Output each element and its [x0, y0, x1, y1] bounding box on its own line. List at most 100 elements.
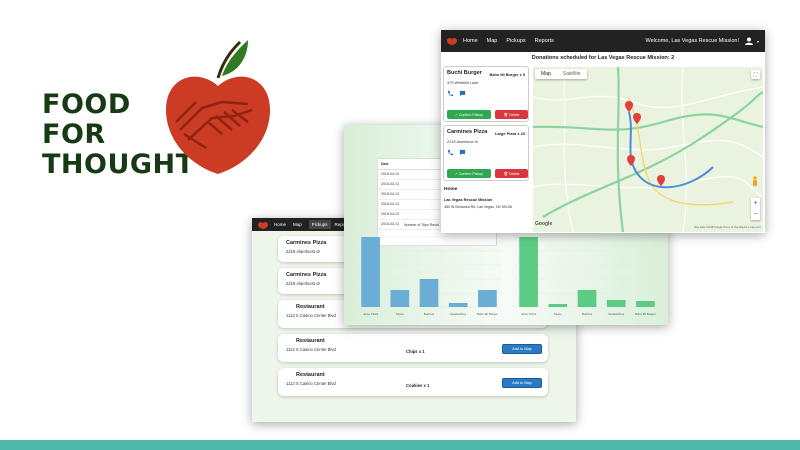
nav-reports[interactable]: Reports — [334, 222, 351, 227]
nav-home[interactable]: Home — [274, 222, 287, 227]
map-navbar: Home Map Pickups Reports Welcome, Las Ve… — [441, 30, 765, 52]
chart-tick-label: Juice Pizza — [363, 312, 379, 316]
pickup-panel: Buchi Burger Bahn Mi Burger x 5 470 Whit… — [441, 63, 531, 233]
nav-map[interactable]: Map — [293, 222, 302, 227]
chart-tick-label: Tacos — [554, 312, 562, 316]
tab-satellite[interactable]: Satellite — [562, 71, 581, 77]
list-item[interactable]: Restaurant 1113 S Casino Center Blvd Chi… — [278, 334, 548, 362]
card-address: 1113 S Casino Center Blvd — [286, 313, 336, 318]
zoom-control: + − — [751, 198, 760, 220]
table-row: 2018-04-13 — [378, 220, 496, 230]
chart-tick-label: Burritos — [582, 312, 593, 316]
chart-tick-label: Bahn Mi Burger — [477, 312, 498, 316]
home-label: Home — [444, 187, 458, 192]
logo-line-food: FOOD — [42, 89, 131, 120]
chart-bar[interactable] — [390, 290, 410, 307]
confirm-pickup-button[interactable]: ✓ Confirm Pickup — [447, 110, 491, 119]
phone-icon[interactable] — [447, 149, 454, 156]
chat-icon[interactable] — [459, 90, 466, 97]
map-dashboard-screen: Home Map Pickups Reports Welcome, Las Ve… — [441, 30, 765, 233]
pickup-card: Buchi Burger Bahn Mi Burger x 5 470 Whit… — [443, 66, 529, 122]
pickup-name: Buchi Burger — [447, 70, 482, 76]
chart-bar[interactable] — [361, 237, 380, 307]
table-row: 2018-04-13 — [378, 180, 496, 190]
map-type-tabs: Map Satellite — [535, 69, 587, 79]
user-menu-caret-icon[interactable]: ▾ — [756, 38, 759, 44]
table-row: 2018-04-13 — [378, 200, 496, 210]
map-canvas[interactable] — [533, 67, 763, 232]
nav-home[interactable]: Home — [463, 38, 478, 44]
home-address: 480 W Bonanza Rd, Las Vegas, NV 89106 — [444, 205, 512, 209]
apple-handshake-logo-icon — [166, 40, 270, 174]
delete-button[interactable]: 🗑 Delete — [495, 169, 528, 178]
logo-text: FOOD FOR THOUGHT — [42, 90, 195, 180]
chat-icon[interactable] — [459, 149, 466, 156]
add-to-map-label: Add to Map — [512, 347, 532, 351]
nav-pickups[interactable]: Pickups — [506, 38, 526, 44]
card-address: 2218 Alamhurst dr — [286, 281, 320, 286]
pickup-item: Large Pizza x 20 — [494, 131, 525, 136]
welcome-text: Welcome, Las Vegas Rescue Mission! — [645, 38, 739, 44]
google-logo: Google — [535, 221, 553, 227]
chart-tick-label: Bahn Mi Burger — [635, 312, 656, 316]
card-title: Carmines Pizza — [286, 272, 327, 278]
nav-reports[interactable]: Reports — [534, 38, 554, 44]
chart-title: Number of Trips Recei... — [404, 223, 442, 227]
add-to-map-label: Add to Map — [512, 381, 532, 385]
map-markers — [625, 101, 665, 186]
delete-label: 🗑 Delete — [503, 112, 520, 117]
delete-button[interactable]: 🗑 Delete — [495, 110, 528, 119]
chart-bar[interactable] — [419, 279, 439, 307]
zoom-in-icon[interactable]: + — [753, 200, 758, 207]
chart-bar[interactable] — [478, 290, 497, 307]
phone-icon[interactable] — [447, 90, 454, 97]
nav-pickups[interactable]: Pickups — [308, 220, 331, 229]
chart-bar[interactable] — [519, 237, 538, 307]
pickup-card: Carmines Pizza Large Pizza x 20 2218 Ala… — [443, 125, 529, 181]
chart-tick-label: Tacos — [396, 312, 404, 316]
chart-bar[interactable] — [636, 301, 655, 307]
user-icon[interactable] — [744, 37, 753, 45]
card-title: Restaurant — [296, 372, 325, 378]
confirm-pickup-button[interactable]: ✓ Confirm Pickup — [447, 169, 491, 178]
add-to-map-button[interactable]: Add to Map — [502, 378, 542, 388]
chart-tick-label: Sandwiches — [608, 312, 625, 316]
card-address: 2218 Alamhurst dr — [286, 249, 320, 254]
pickup-address: 470 Whitehill Lane — [447, 81, 479, 85]
fullscreen-icon[interactable]: ⛶ — [751, 70, 760, 79]
card-title: Restaurant — [296, 338, 325, 344]
card-item: Chips x 1 — [406, 349, 425, 354]
list-item[interactable]: Restaurant 1113 S Casino Center Blvd Coo… — [278, 368, 548, 396]
card-title: Restaurant — [296, 304, 325, 310]
chart-bar[interactable] — [577, 290, 597, 307]
pickup-item: Bahn Mi Burger x 5 — [489, 72, 525, 77]
home-name: Las Vegas Rescue Mission — [444, 198, 493, 202]
pickup-address: 2218 Alamhurst dr — [447, 140, 478, 144]
nav-logo-icon[interactable] — [258, 221, 268, 229]
card-title: Carmines Pizza — [286, 240, 327, 246]
confirm-pickup-label: ✓ Confirm Pickup — [454, 171, 484, 176]
table-row: 2018-04-13 — [378, 210, 496, 220]
nav-logo-icon[interactable] — [447, 37, 457, 45]
chart-bar[interactable] — [548, 304, 568, 307]
chart-bar[interactable] — [448, 303, 468, 307]
logo-line-thought: THOUGHT — [42, 149, 195, 180]
add-to-map-button[interactable]: Add to Map — [502, 344, 542, 354]
donations-scheduled-title: Donations scheduled for Las Vegas Rescue… — [531, 55, 675, 61]
chart-bar[interactable] — [606, 300, 626, 307]
pickup-name: Carmines Pizza — [447, 129, 488, 135]
delete-label: 🗑 Delete — [503, 171, 520, 176]
nav-map[interactable]: Map — [486, 38, 498, 44]
table-header: Date — [378, 159, 496, 170]
zoom-out-icon[interactable]: − — [753, 211, 758, 218]
pegman-icon[interactable] — [751, 176, 759, 188]
chart-tick-label: Sandwiches — [450, 312, 467, 316]
table-row: 2018-04-13 — [378, 170, 496, 180]
card-address: 1113 S Casino Center Blvd — [286, 347, 336, 352]
logo-line-for: FOR — [42, 119, 106, 150]
tab-map[interactable]: Map — [541, 71, 551, 77]
map-attribution[interactable]: Map data ©2018 Google Terms of Use Repor… — [694, 226, 761, 229]
